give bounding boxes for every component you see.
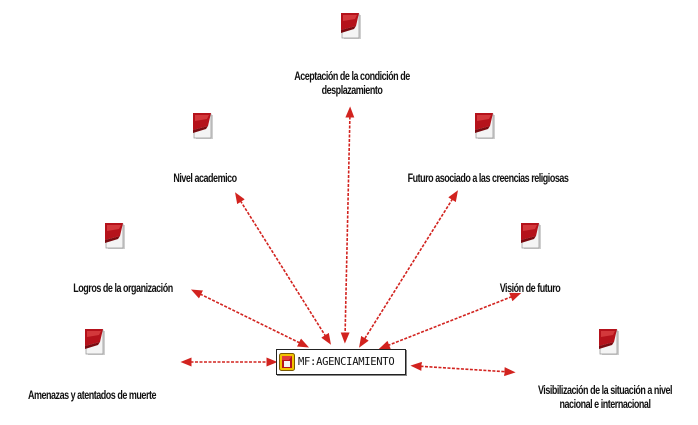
document-icon-futuro-creencias bbox=[475, 113, 495, 139]
document-icon-logros bbox=[105, 223, 125, 249]
center-node[interactable]: MF:AGENCIAMIENTO bbox=[276, 349, 406, 375]
link-logros bbox=[190, 289, 310, 348]
document-icon-vision bbox=[521, 223, 541, 249]
link-vision bbox=[378, 292, 522, 350]
node-label-vision[interactable]: Visión de futuro bbox=[495, 282, 565, 296]
node-label-futuro-creencias[interactable]: Futuro asociado a las creencias religios… bbox=[394, 172, 581, 186]
node-label-line: Aceptación de la condición de bbox=[294, 71, 410, 83]
link-visibilizacion bbox=[410, 361, 516, 377]
node-label-amenazas[interactable]: Amenazas y atentados de muerte bbox=[22, 389, 162, 403]
document-icon-aceptacion bbox=[341, 13, 361, 39]
node-label-line: desplazamiento bbox=[321, 85, 383, 97]
node-label-line: Logros de la organización bbox=[73, 283, 173, 295]
document-icon-nivel bbox=[193, 113, 213, 139]
link-nivel bbox=[235, 192, 331, 345]
node-label-line: Amenazas y atentados de muerte bbox=[27, 390, 157, 402]
link-futuro-creencias bbox=[359, 190, 458, 348]
node-label-line: nacional e internacional bbox=[559, 399, 651, 411]
document-icon-visibilizacion bbox=[599, 329, 619, 355]
link-aceptacion bbox=[340, 106, 355, 344]
node-label-logros[interactable]: Logros de la organización bbox=[57, 282, 190, 296]
center-node-label: MF:AGENCIAMIENTO bbox=[298, 356, 395, 368]
node-label-line: Visión de futuro bbox=[499, 283, 561, 295]
node-label-nivel[interactable]: Nivel academico bbox=[162, 172, 248, 186]
family-network-icon bbox=[279, 353, 295, 371]
node-label-line: Visibilización de la situación a nivel bbox=[537, 385, 673, 397]
node-label-visibilizacion[interactable]: Visibilización de la situación a nivel na… bbox=[531, 384, 679, 412]
node-label-aceptacion[interactable]: Aceptación de la condición de desplazamie… bbox=[274, 70, 430, 98]
node-label-line: Nivel academico bbox=[173, 173, 237, 185]
document-icon-amenazas bbox=[85, 329, 105, 355]
node-label-line: Futuro asociado a las creencias religios… bbox=[407, 173, 569, 185]
